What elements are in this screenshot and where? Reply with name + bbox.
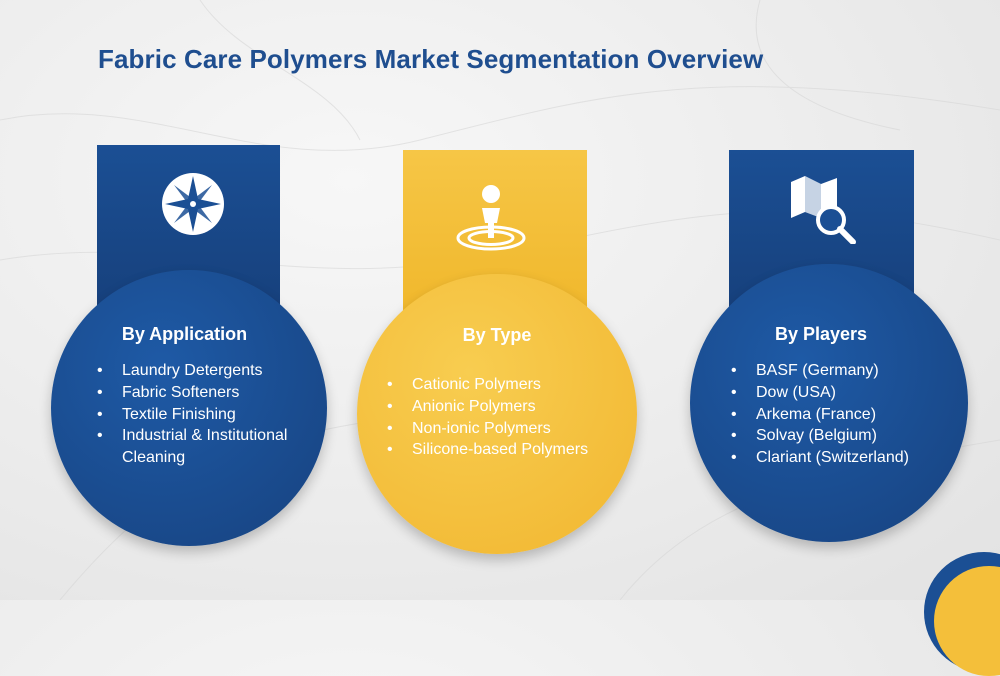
compass-icon [162,173,224,235]
list-item: Laundry Detergents [97,360,293,382]
list-item: Industrial & Institutional Cleaning [97,425,293,469]
page-title: Fabric Care Polymers Market Segmentation… [98,44,764,74]
list-item: Non-ionic Polymers [387,418,617,440]
players-list: BASF (Germany) Dow (USA) Arkema (France)… [731,360,956,469]
application-heading: By Application [121,324,248,344]
list-item: Textile Finishing [97,404,293,426]
location-person-icon [456,185,526,251]
list-item: Clariant (Switzerland) [731,447,956,469]
list-item: Cationic Polymers [387,374,617,396]
list-item: Silicone-based Polymers [387,439,617,461]
list-item: Anionic Polymers [387,396,617,418]
list-item: Solvay (Belgium) [731,425,956,447]
list-item: Fabric Softeners [97,382,293,404]
map-search-icon [791,176,856,244]
application-list: Laundry Detergents Fabric Softeners Text… [97,360,293,469]
players-heading: By Players [774,324,868,344]
type-heading: By Type [462,325,532,345]
type-list: Cationic Polymers Anionic Polymers Non-i… [387,374,617,461]
list-item: Arkema (France) [731,404,956,426]
list-item: BASF (Germany) [731,360,956,382]
list-item: Dow (USA) [731,382,956,404]
